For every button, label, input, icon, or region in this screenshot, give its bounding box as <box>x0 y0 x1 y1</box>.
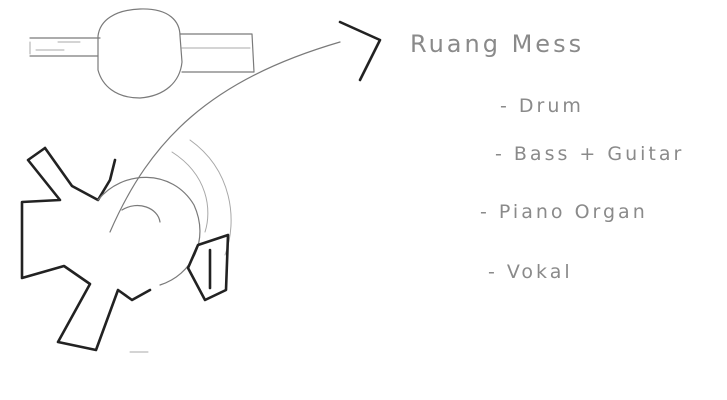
list-item: - Vokal <box>488 261 573 283</box>
stage-outline-sketch <box>30 9 254 98</box>
drum-layout-sketch <box>22 140 231 352</box>
list-item: - Drum <box>500 95 584 117</box>
pointer-arrow <box>110 22 380 232</box>
list-item: - Bass + Guitar <box>495 143 684 165</box>
room-title: Ruang Mess <box>410 30 584 58</box>
list-item: - Piano Organ <box>480 201 648 223</box>
